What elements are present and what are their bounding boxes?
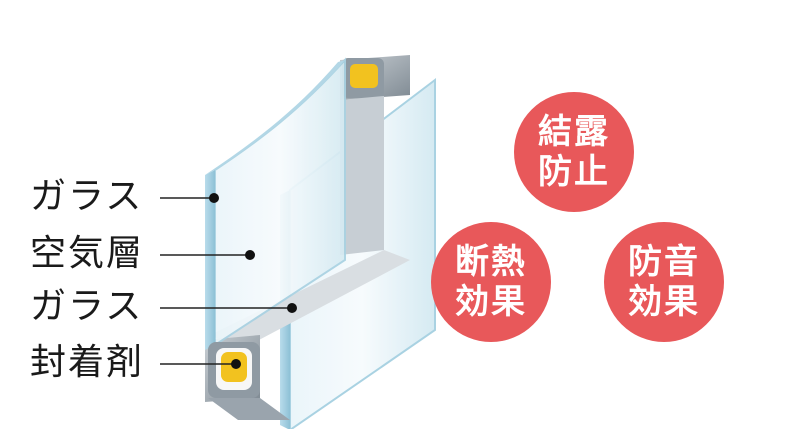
badge-line: 防音 [628, 242, 700, 282]
leader-lines [160, 197, 292, 365]
sealant-bottom [208, 342, 290, 420]
label-glass-outer: ガラス [30, 176, 144, 217]
badge-line: 効果 [455, 282, 527, 322]
badge-condensation-prevention: 結露 防止 [514, 92, 634, 212]
badge-insulation-effect: 断熱 効果 [431, 222, 551, 342]
badge-soundproof-effect: 防音 効果 [604, 222, 724, 342]
badge-line: 結露 [538, 112, 610, 152]
outer-glass-pane [205, 57, 346, 350]
badge-line: 断熱 [455, 242, 527, 282]
badge-line: 効果 [628, 282, 700, 322]
label-sealant: 封着剤 [30, 342, 145, 383]
badge-line: 防止 [538, 152, 610, 192]
label-air-layer: 空気層 [30, 233, 145, 274]
leader-dots [209, 193, 297, 369]
sealant-top [350, 64, 378, 88]
label-glass-inner: ガラス [30, 286, 144, 327]
